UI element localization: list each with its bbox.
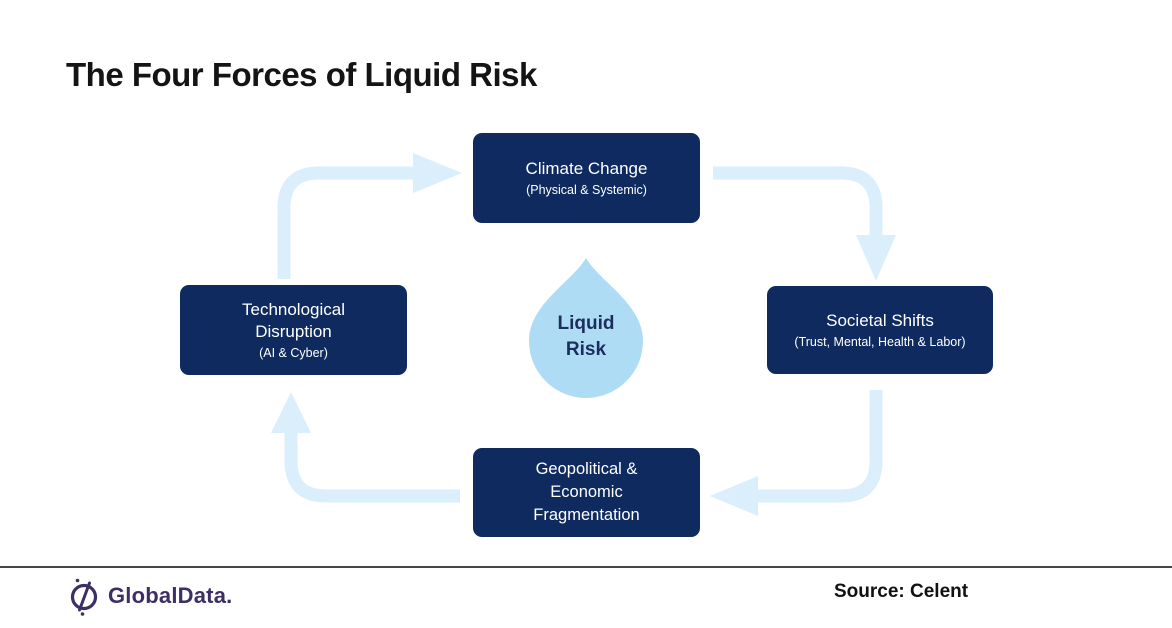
node-sublabel: (Physical & Systemic) bbox=[526, 182, 647, 197]
source-note: Source: Celent bbox=[834, 581, 969, 602]
arrow-left-to-top-icon bbox=[277, 153, 462, 279]
center-label: Liquid Risk bbox=[520, 311, 652, 363]
footer-divider bbox=[0, 566, 1172, 568]
arrow-right-to-bottom-icon bbox=[710, 390, 883, 516]
node-sublabel: (Trust, Mental, Health & Labor) bbox=[794, 334, 966, 349]
node-label: Societal Shifts bbox=[826, 311, 934, 331]
node-geopolitical-fragmentation: Geopolitical & Economic Fragmentation bbox=[473, 448, 700, 537]
center-label-line1: Liquid bbox=[557, 313, 615, 334]
arrow-bottom-to-left-icon bbox=[271, 392, 460, 503]
node-technological-disruption: Technological Disruption (AI & Cyber) bbox=[180, 285, 407, 375]
node-climate-change: Climate Change (Physical & Systemic) bbox=[473, 133, 700, 223]
globaldata-logo-text: GlobalData. bbox=[108, 583, 233, 608]
node-societal-shifts: Societal Shifts (Trust, Mental, Health &… bbox=[767, 286, 993, 374]
arrow-top-to-right-icon bbox=[713, 166, 896, 281]
globaldata-logo-icon bbox=[70, 578, 98, 616]
node-label: Technological Disruption bbox=[241, 299, 345, 342]
page-title: The Four Forces of Liquid Risk bbox=[66, 56, 537, 93]
node-label: Climate Change bbox=[525, 159, 648, 179]
node-label: Geopolitical & Economic Fragmentation bbox=[533, 460, 640, 524]
center-label-line2: Risk bbox=[565, 339, 607, 360]
globaldata-logo: GlobalData. bbox=[67, 576, 232, 616]
node-sublabel: (AI & Cyber) bbox=[259, 345, 328, 360]
